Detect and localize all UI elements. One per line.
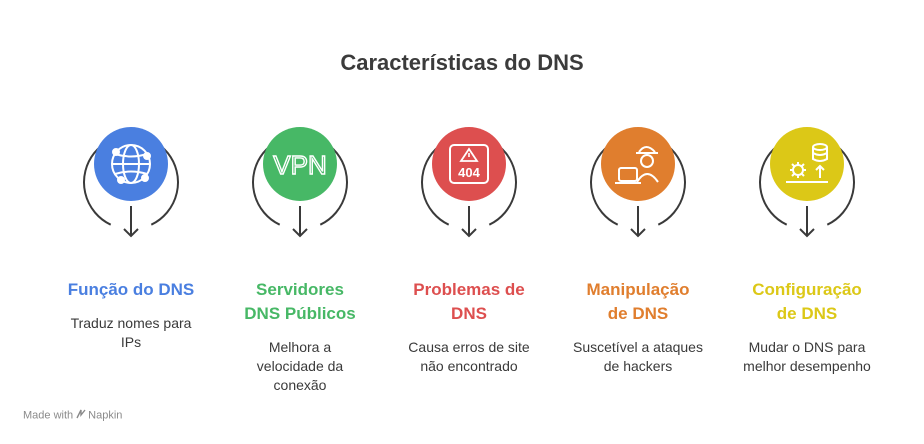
item-description: Traduz nomes para IPs: [70, 315, 192, 350]
item-description: Suscetível a ataques de hackers: [573, 339, 703, 374]
public-dns-icon-badge: VPN: [215, 118, 385, 248]
dns-function-icon-badge: [46, 118, 216, 248]
item-disc: [770, 127, 844, 201]
database-config-icon: [786, 143, 828, 183]
item-label: Configuração de DNS: [752, 280, 862, 323]
hacker-icon: [615, 146, 659, 184]
item-description: Mudar o DNS para melhor desempenho: [743, 339, 871, 374]
globe-network-icon: [111, 144, 151, 184]
item-label: Problemas de DNS: [413, 280, 525, 323]
dns-problems-icon-badge: 404: [384, 118, 554, 248]
item-label: Função do DNS: [67, 280, 195, 299]
svg-text:404: 404: [458, 165, 480, 180]
item-disc: [263, 127, 337, 201]
page-title: Características do DNS: [340, 50, 584, 75]
dns-configuration-icon-badge: [722, 118, 892, 248]
napkin-logo-icon: [76, 409, 86, 422]
item-disc: [601, 127, 675, 201]
vpn-icon: VPN: [273, 150, 326, 180]
item-description: Causa erros de site não encontrado: [408, 339, 530, 374]
error-404-icon: 404: [449, 144, 489, 184]
dns-manipulation-icon-badge: [553, 118, 723, 248]
item-disc: [432, 127, 506, 201]
item-description: Melhora a velocidade da conexão: [256, 339, 344, 393]
item-label: Manipulação de DNS: [586, 280, 690, 323]
item-label: Servidores DNS Públicos: [244, 280, 356, 323]
